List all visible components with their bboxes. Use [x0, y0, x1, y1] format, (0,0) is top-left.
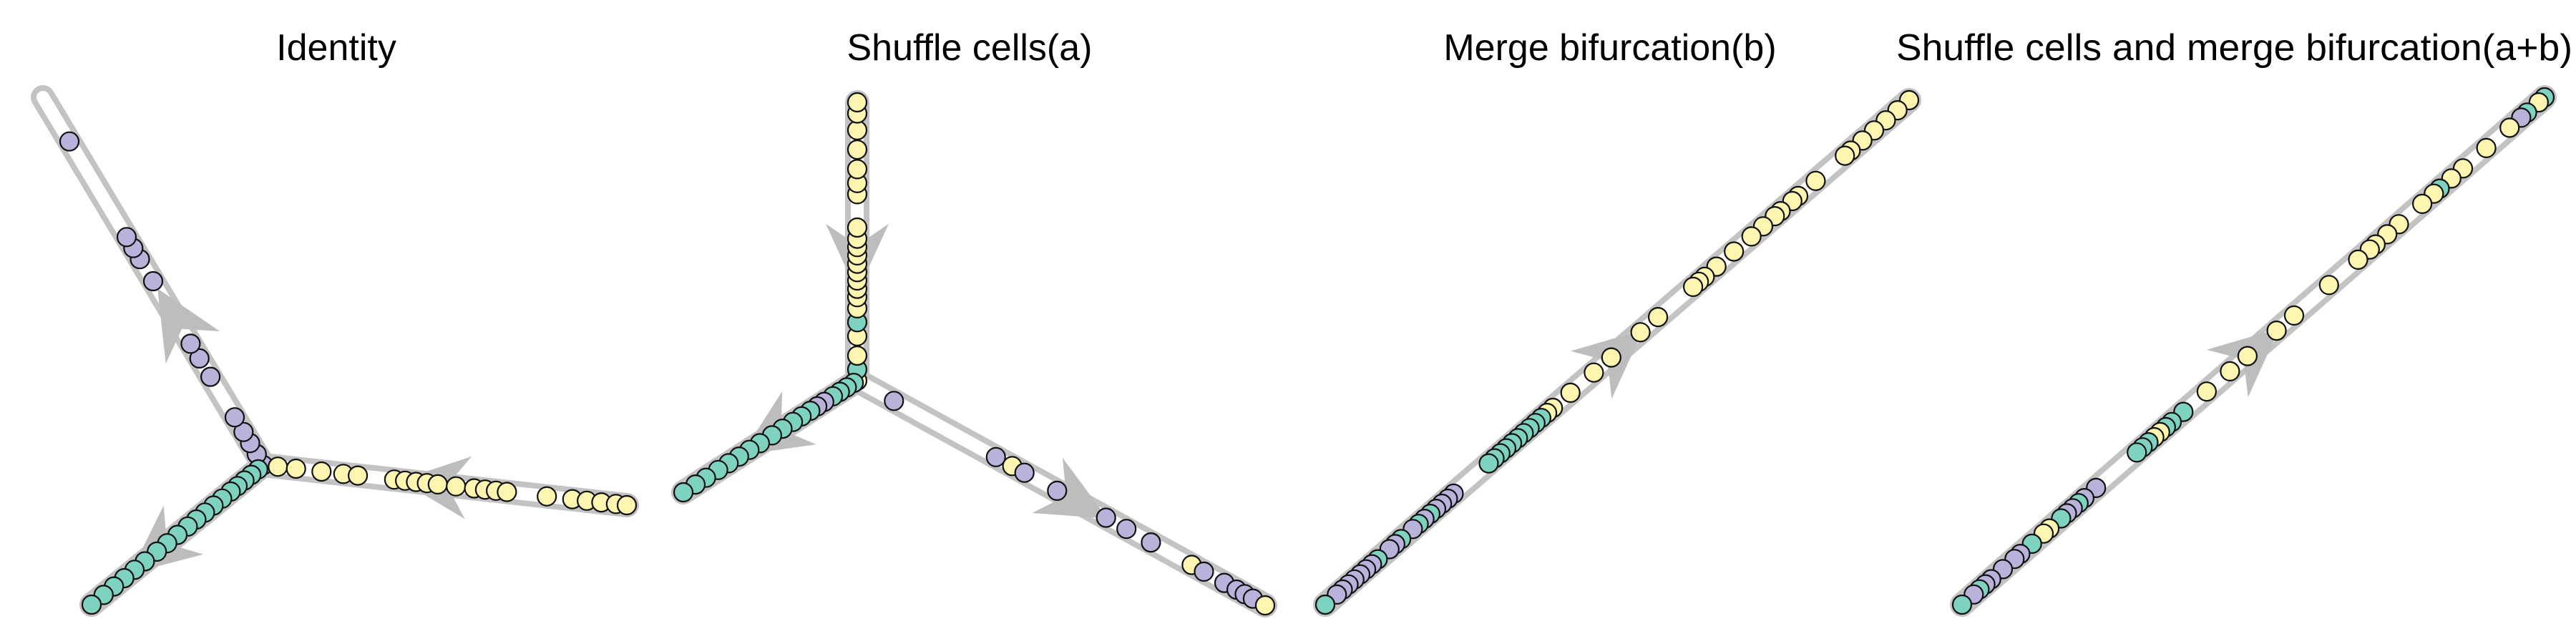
direction-arrow [1032, 457, 1108, 519]
cell-point-yellow [2412, 193, 2433, 214]
arrow-layer [1570, 330, 1644, 399]
cell-point-yellow [1254, 595, 1276, 616]
cell-point-purple [1096, 507, 1116, 528]
cell-point-yellow [268, 457, 288, 477]
direction-arrow [2206, 328, 2280, 398]
cell-layer [59, 131, 638, 615]
cell-point-yellow [1683, 276, 1704, 297]
cell-layer [1314, 89, 1920, 615]
cell-point-yellow [311, 461, 332, 482]
cell-point-yellow [847, 345, 868, 366]
cell-point-purple [200, 366, 221, 387]
cell-point-yellow [2348, 249, 2368, 270]
cell-point-purple [233, 421, 254, 442]
cell-point-yellow [1724, 241, 1745, 262]
arrow-layer [741, 223, 1108, 519]
cell-point-yellow [847, 92, 868, 113]
cell-point-yellow [286, 458, 306, 479]
cell-point-purple [180, 333, 201, 354]
cell-point-yellow [847, 119, 868, 140]
trajectory-graph-shuffle-cells [671, 90, 1277, 618]
cell-point-yellow [2283, 305, 2305, 326]
cell-layer [1951, 87, 2555, 615]
cell-point-yellow [2266, 321, 2287, 341]
panel-title-shuffle-cells: Shuffle cells(a) [847, 27, 1093, 69]
panel-shuffle-cells: Shuffle cells(a) [671, 27, 1277, 618]
direction-arrow [1570, 330, 1644, 399]
cell-point-purple [224, 407, 245, 428]
panel-title-identity: Identity [276, 27, 396, 69]
cell-point-teal [2127, 442, 2147, 463]
cell-point-yellow [1648, 307, 1669, 328]
direction-arrow [157, 288, 220, 364]
panel-title-shuffle-and-merge: Shuffle cells and merge bifurcation(a+b) [1896, 27, 2572, 69]
trajectory-graph-shuffle-and-merge [1950, 85, 2557, 617]
cell-point-yellow [1601, 347, 1621, 368]
cell-point-yellow [847, 217, 868, 238]
cell-point-yellow [1741, 226, 1762, 247]
cell-point-yellow [537, 486, 557, 507]
panel-shuffle-and-merge: Shuffle cells and merge bifurcation(a+b) [1896, 27, 2572, 617]
cell-point-purple [884, 391, 904, 411]
cell-point-yellow [446, 476, 467, 497]
panel-title-merge-bifurcation: Merge bifurcation(b) [1443, 27, 1776, 69]
track-layer [31, 85, 639, 617]
cell-point-yellow [2196, 381, 2217, 402]
cell-point-purple [116, 227, 137, 248]
cell-point-yellow [1805, 170, 1826, 191]
cell-point-teal [1951, 594, 1973, 615]
cell-point-yellow [616, 494, 638, 516]
cell-point-purple [189, 348, 210, 369]
cell-point-teal [1478, 453, 1499, 474]
track-layer [671, 90, 1277, 618]
cell-point-yellow [2476, 137, 2497, 158]
cell-point-yellow [2237, 346, 2258, 366]
cell-point-teal [673, 482, 694, 503]
cell-point-purple [1194, 561, 1214, 582]
cell-point-purple [985, 447, 1006, 467]
cell-point-yellow [2499, 117, 2520, 138]
arrow-layer [2206, 328, 2280, 398]
cell-layer [673, 92, 1276, 616]
cell-point-purple [1116, 519, 1137, 540]
cell-point-yellow [847, 140, 868, 160]
cell-point-yellow [1630, 322, 1651, 343]
cell-point-yellow [847, 159, 868, 180]
cell-point-purple [1141, 532, 1161, 553]
cell-point-yellow [2318, 275, 2339, 296]
panel-merge-bifurcation: Merge bifurcation(b) [1313, 27, 1921, 617]
cell-point-yellow [1835, 145, 1855, 166]
trajectory-graph-identity [31, 85, 639, 617]
panel-identity: Identity [31, 27, 639, 617]
cell-point-purple [1047, 480, 1068, 502]
cell-point-purple [1014, 462, 1035, 483]
cell-point-yellow [427, 474, 448, 495]
cell-point-purple [59, 131, 80, 152]
cell-point-yellow [1560, 382, 1581, 404]
cell-point-teal [1314, 594, 1336, 615]
cell-point-yellow [1584, 362, 1604, 383]
cell-point-purple [142, 270, 164, 292]
trajectory-graph-merge-bifurcation [1313, 88, 1921, 617]
cell-point-teal [81, 594, 102, 615]
cell-point-yellow [497, 482, 517, 502]
cell-point-yellow [2220, 361, 2240, 382]
cell-point-yellow [348, 465, 369, 486]
